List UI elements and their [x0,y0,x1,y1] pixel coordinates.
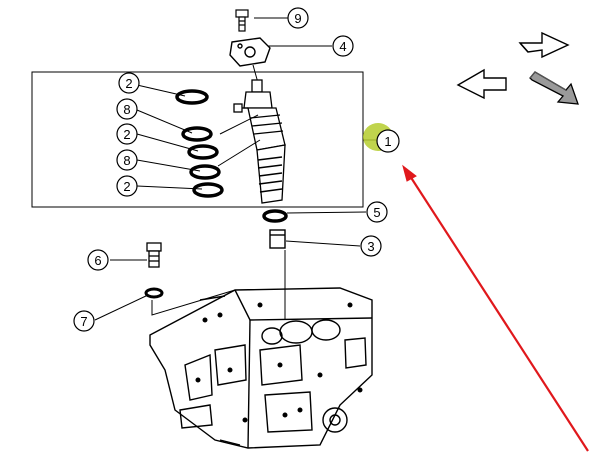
seal-washer [262,209,288,223]
arrow-up-right-outline-icon[interactable] [518,31,570,59]
engine-block [149,287,373,449]
callout-2-bottom: 2 [116,175,138,197]
svg-text:1: 1 [384,134,391,149]
svg-text:7: 7 [80,314,87,329]
clamp-plate [229,37,271,67]
svg-text:2: 2 [123,127,130,142]
injector [233,79,286,204]
callout-8-top: 8 [116,98,138,120]
sleeve [269,229,286,249]
callout-1: 1 [376,129,400,153]
engine-block-details [195,302,363,423]
svg-text:2: 2 [123,179,130,194]
svg-text:6: 6 [94,253,101,268]
svg-text:8: 8 [123,153,130,168]
plug-washer [144,287,164,299]
arrow-left-outline-icon[interactable] [456,68,507,100]
plug [146,242,162,268]
svg-text:2: 2 [125,76,132,91]
annotation-arrow [402,164,589,452]
arrow-down-right-shaded-icon[interactable] [529,71,579,105]
callout-8-bottom: 8 [116,149,138,171]
svg-text:3: 3 [367,239,374,254]
svg-text:4: 4 [339,39,346,54]
svg-text:9: 9 [294,11,301,26]
callout-9: 9 [287,7,309,29]
svg-text:5: 5 [373,205,380,220]
callout-3: 3 [360,235,382,257]
callout-7: 7 [73,310,95,332]
o-rings [175,89,224,198]
callout-4: 4 [332,35,354,57]
callout-2-middle: 2 [116,123,138,145]
bolt [235,9,249,32]
callout-5: 5 [366,201,388,223]
callout-2-top: 2 [118,72,140,94]
callout-6: 6 [87,249,109,271]
svg-text:8: 8 [123,102,130,117]
